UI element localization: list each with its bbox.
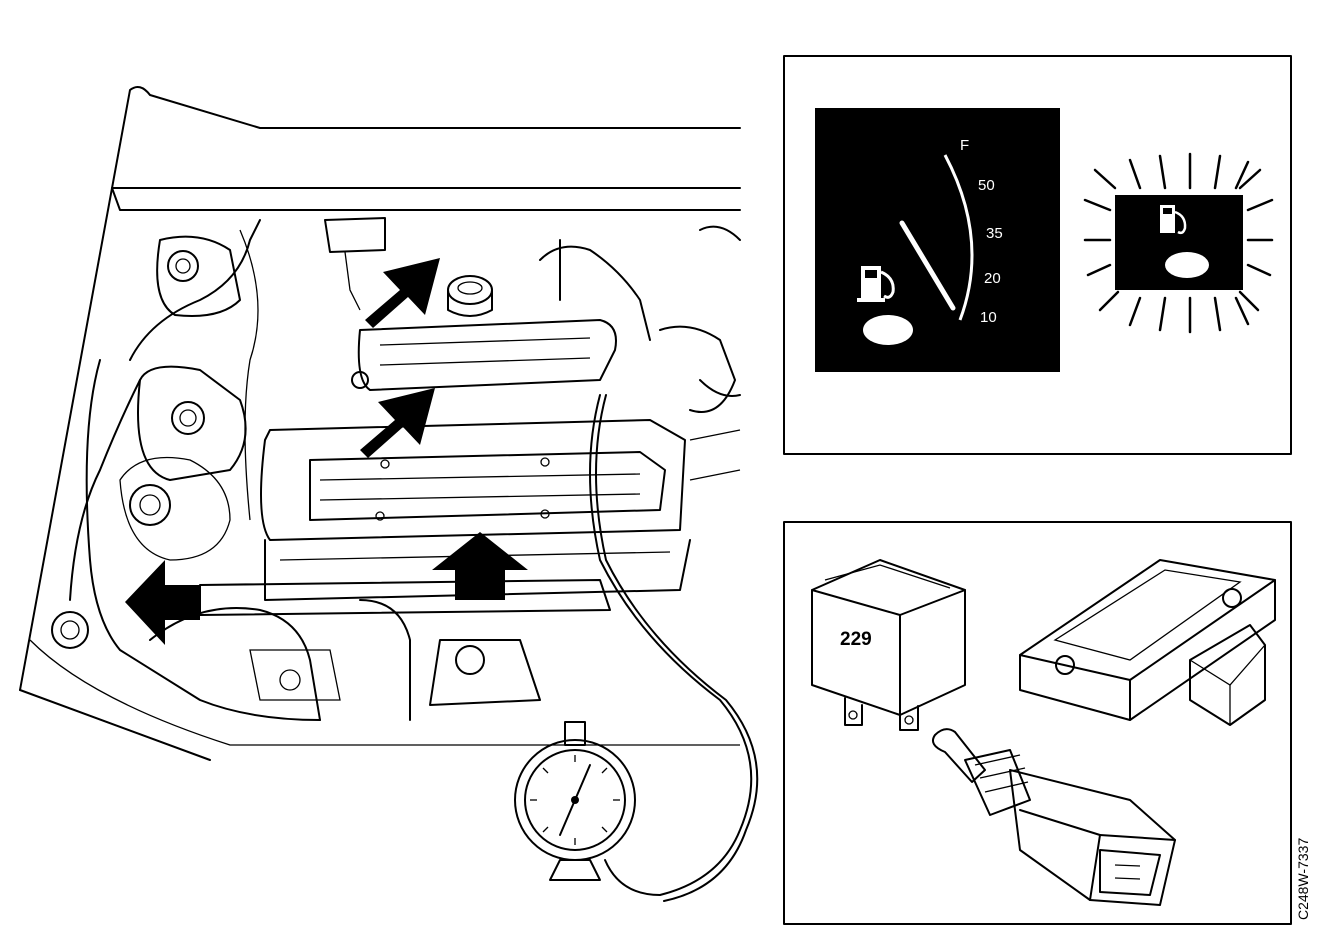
fuel-warning-light [1083, 152, 1274, 334]
gauge-mark-35: 35 [986, 225, 1003, 242]
reference-code: C248W-7337 [1295, 838, 1311, 920]
warning-lamp [863, 315, 913, 345]
hood-outline [19, 85, 741, 691]
coolant-reservoir [137, 365, 247, 481]
arrow-up-right-1 [365, 258, 440, 328]
arrow-up [432, 532, 528, 600]
pressure-hose [589, 394, 753, 896]
fuel-pump-icon [857, 266, 895, 302]
relay-number: 229 [840, 629, 872, 650]
components-panel: 229 [783, 521, 1311, 925]
brake-reservoir [51, 611, 89, 649]
oil-filler-cap [447, 275, 493, 317]
gauge-mark-10: 10 [980, 309, 997, 326]
gauge-mark-50: 50 [978, 177, 995, 194]
sensor-point [351, 371, 369, 389]
engine-bay [19, 85, 759, 902]
gauge-mark-f: F [960, 137, 969, 154]
gauge-mark-20: 20 [984, 270, 1001, 287]
strut-tower [85, 359, 321, 721]
pressure-gauge-icon [514, 721, 636, 881]
pressure-sensor-module [1019, 559, 1276, 726]
arrow-left [125, 560, 200, 645]
relay: 229 [811, 559, 966, 731]
cam-cover [260, 419, 686, 541]
washer-reservoir [156, 235, 241, 317]
fuel-gauge-panel: F 50 35 20 10 [783, 55, 1292, 455]
temperature-sensor [932, 728, 1176, 906]
arrow-icon [125, 258, 528, 645]
arrow-up-right-2 [360, 388, 435, 458]
fuel-gauge-face [815, 108, 1060, 372]
